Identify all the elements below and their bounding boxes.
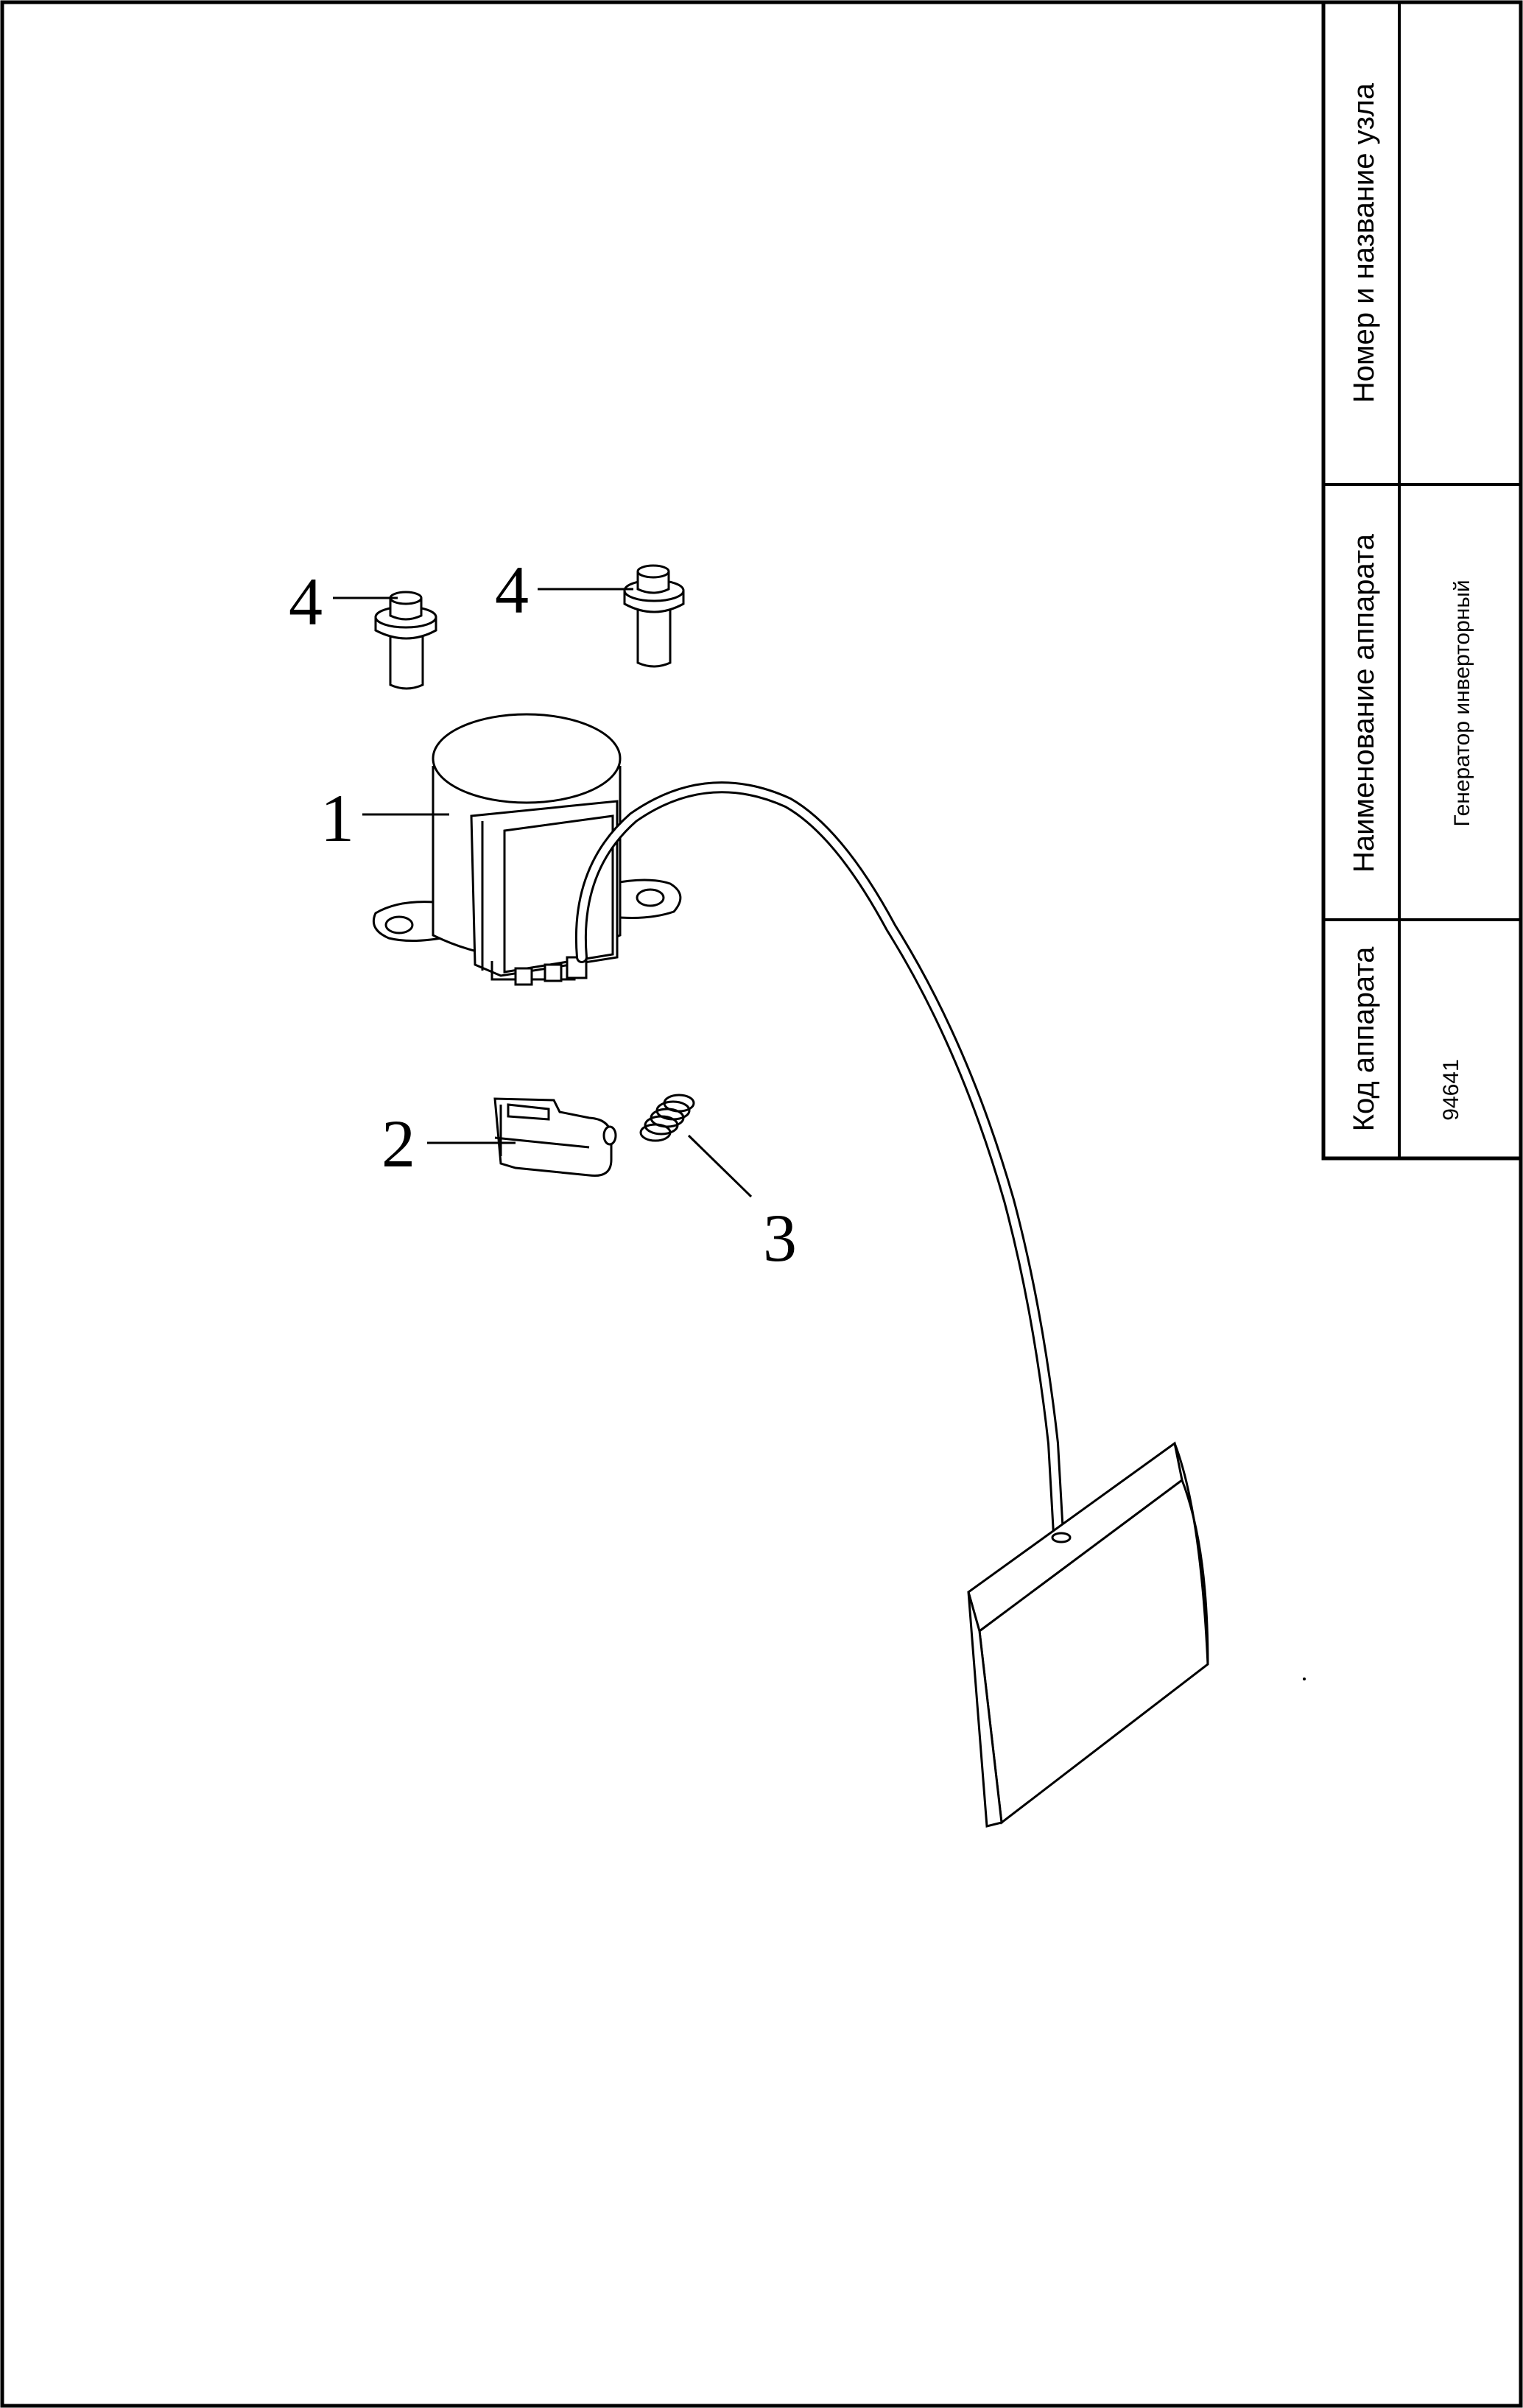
connecting-cable-core (577, 784, 1063, 1550)
coil-spring-icon (639, 1094, 695, 1142)
flange-bolt-icon (623, 564, 685, 668)
latch-clip-icon (493, 1097, 617, 1177)
stray-mark (1303, 1677, 1306, 1680)
connector-plate-icon (967, 1441, 1209, 1828)
device-name-header: Наименование аппарата (1348, 533, 1380, 873)
title-block-frame (1321, 0, 1523, 1161)
flange-bolt-icon (374, 591, 437, 690)
device-code-value: 94641 (1439, 1059, 1463, 1120)
device-name-value: Генератор инверторный (1450, 580, 1474, 826)
callouts: 4 4 1 2 3 (289, 552, 797, 1275)
node-header: Номер и название узла (1348, 82, 1380, 403)
device-code-header: Код аппарата (1348, 946, 1380, 1131)
callout-1: 1 (320, 781, 354, 856)
solenoid-motor-icon (372, 713, 682, 986)
callout-4b: 4 (495, 552, 529, 627)
callout-2: 2 (381, 1106, 415, 1181)
title-block: Номер и название узла Наименование аппар… (1321, 0, 1523, 1161)
callout-3: 3 (763, 1200, 797, 1275)
callout-4a: 4 (289, 564, 323, 639)
leader-line (687, 1134, 753, 1198)
